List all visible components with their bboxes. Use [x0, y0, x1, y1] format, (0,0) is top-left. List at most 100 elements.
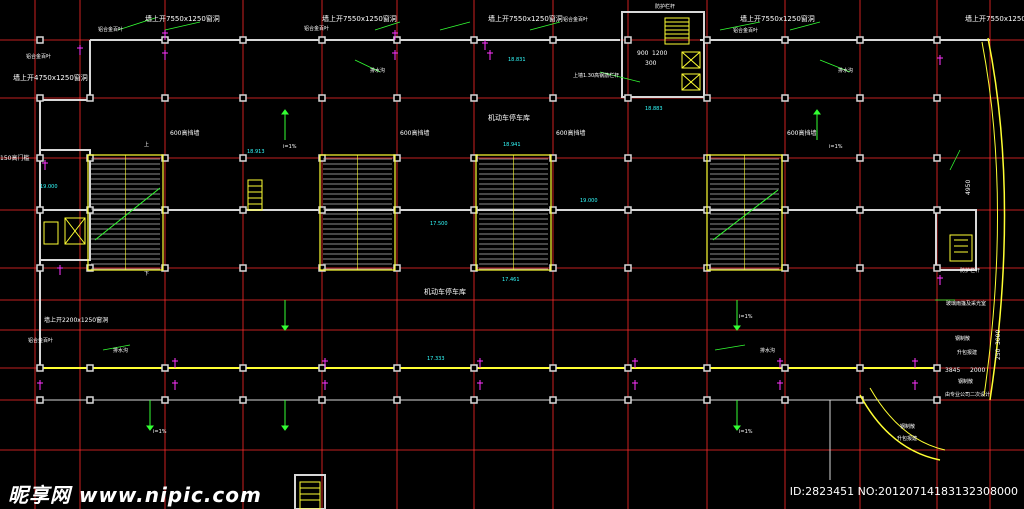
leader: [102, 344, 131, 351]
marker: [322, 358, 328, 368]
label-top-beam-2: 墙上开7550x1250窗洞: [322, 14, 397, 23]
column: [624, 154, 632, 162]
column: [318, 264, 326, 272]
column: [624, 264, 632, 272]
label-elev-1: 18.913: [247, 149, 265, 155]
column: [470, 264, 478, 272]
leader-lines: [102, 17, 961, 351]
annotations: 墙上开7550x1250窗洞墙上开7550x1250窗洞墙上开7550x1250…: [0, 3, 1024, 442]
column: [856, 264, 864, 272]
column: [239, 264, 247, 272]
leader: [714, 344, 746, 351]
column: [624, 206, 632, 214]
label-dim-4: 3845: [945, 367, 960, 374]
column: [933, 94, 941, 102]
label-company-note: 由专业公司二次设计: [945, 391, 990, 398]
column: [549, 206, 557, 214]
column: [36, 206, 44, 214]
leader: [164, 21, 201, 31]
curved-canopy-lower-2: [869, 387, 946, 451]
column: [36, 154, 44, 162]
columns: [36, 36, 941, 404]
ramp: [319, 154, 396, 271]
label-dim-5: 2000: [970, 367, 985, 374]
label-dim-3: 300: [645, 60, 657, 67]
column: [393, 36, 401, 44]
stair-small-mid: [247, 179, 263, 211]
stair-core-left: [43, 217, 86, 245]
label-drain-3: 排水沟: [113, 347, 128, 354]
label-louver-3: 铝合金百叶: [563, 16, 588, 23]
label-garage-bottom: 机动车停车库: [424, 287, 466, 296]
column: [36, 396, 44, 404]
column: [703, 364, 711, 372]
slope-arrow: [146, 400, 154, 431]
column: [393, 94, 401, 102]
column: [856, 36, 864, 44]
column: [318, 94, 326, 102]
column: [933, 36, 941, 44]
column: [856, 94, 864, 102]
label-dim-2: 1200: [652, 50, 667, 57]
curved-canopy-lower: [859, 394, 941, 461]
column: [781, 206, 789, 214]
marker: [37, 380, 43, 390]
label-lift-2: 升包报建: [897, 435, 917, 442]
column: [703, 94, 711, 102]
label-up: 上: [144, 141, 149, 148]
marker: [912, 380, 918, 390]
label-elev-8: 18.883: [645, 106, 663, 112]
marker: [57, 265, 63, 275]
column: [781, 154, 789, 162]
column: [933, 364, 941, 372]
marker: [392, 30, 398, 40]
label-left-beam: 墙上开4750x1250窗洞: [13, 73, 88, 82]
column: [470, 94, 478, 102]
marker: [937, 275, 943, 285]
slope-arrow: [281, 400, 289, 431]
column: [624, 36, 632, 44]
stair-core-right: [949, 234, 973, 262]
slope-arrow: [281, 300, 289, 331]
label-louver-4: 铝合金百叶: [733, 27, 758, 34]
label-top-beam-5: 墙上开7550x1250窗洞: [965, 14, 1024, 23]
walls: [39, 11, 990, 509]
column: [86, 94, 94, 102]
ramp: [706, 154, 783, 271]
label-dim-1: 900: [637, 50, 649, 57]
column: [86, 396, 94, 404]
column: [549, 396, 557, 404]
column: [161, 364, 169, 372]
label-steel-2: 钢制散: [958, 378, 973, 385]
leader: [789, 21, 821, 31]
label-louver-5: 铝合金百叶: [26, 53, 51, 60]
ramp-diag: [94, 187, 161, 241]
label-lift-1: 升包报建: [957, 349, 977, 356]
marker: [487, 50, 493, 60]
watermark-logo: 昵享网 www.nipic.com: [8, 483, 262, 507]
column: [393, 154, 401, 162]
label-dim-6: 4950: [965, 180, 972, 195]
column: [318, 36, 326, 44]
marker: [777, 358, 783, 368]
column: [36, 36, 44, 44]
column: [781, 94, 789, 102]
column: [393, 364, 401, 372]
column: [856, 154, 864, 162]
marker: [322, 380, 328, 390]
label-steel-3: 钢制散: [900, 423, 915, 430]
label-elev-3: 19.000: [580, 198, 598, 204]
column: [36, 94, 44, 102]
column: [549, 264, 557, 272]
marker: [162, 30, 168, 40]
column: [239, 36, 247, 44]
column: [470, 36, 478, 44]
marker: [632, 380, 638, 390]
label-elev-5: 17.461: [502, 277, 520, 283]
label-ramp-4: 600高挡墙: [787, 129, 816, 137]
column: [161, 396, 169, 404]
stair-bottom: [299, 481, 321, 509]
column: [549, 36, 557, 44]
leader: [354, 59, 381, 73]
